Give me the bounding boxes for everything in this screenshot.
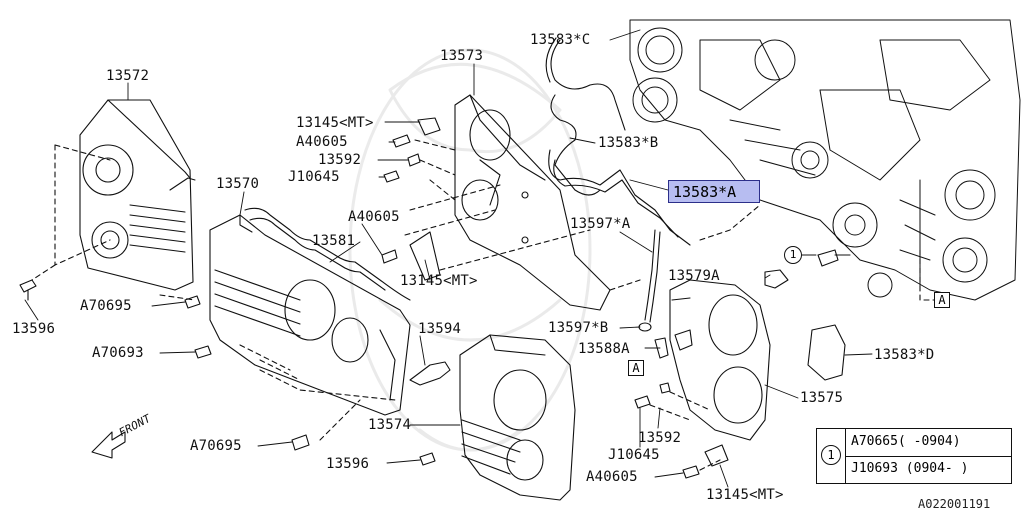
label-13592-bot: 13592 (638, 430, 682, 446)
leader-dashed-13573 (404, 139, 591, 271)
label-13597-b: 13597*B (548, 320, 609, 336)
label-a40605-top: A40605 (296, 134, 348, 150)
label-13572: 13572 (106, 68, 150, 84)
cover-13572 (79, 99, 196, 291)
label-13583-a: 13583*A (673, 183, 737, 201)
oring-13583-d (807, 324, 846, 381)
plug-13579a (764, 269, 789, 289)
legend-circle-1: 1 (821, 445, 841, 465)
gasket-13583-a (548, 149, 691, 246)
label-j10645-top: J10645 (288, 169, 340, 185)
gasket-13588a (654, 329, 693, 359)
pipe-13597-a (644, 229, 661, 323)
plate-13573 (454, 94, 611, 311)
label-13583-b: 13583*B (598, 135, 659, 151)
label-a40605-mid: A40605 (348, 209, 400, 225)
highlight-13583-a[interactable]: 13583*A (668, 180, 760, 203)
legend-divider-horizontal (845, 456, 1011, 457)
label-13575: 13575 (800, 390, 844, 406)
label-13581: 13581 (312, 233, 356, 249)
bolt-ref-1 (817, 249, 851, 267)
label-13597-a: 13597*A (570, 216, 631, 232)
bracket-13145-mid (381, 231, 441, 281)
label-13588a: 13588A (578, 341, 630, 357)
legend-table: 1 A70665( -0904) J10693 (0904- ) (816, 428, 1012, 484)
seal-13597-b (638, 322, 652, 332)
label-13574: 13574 (368, 417, 412, 433)
leader-dashed-13570 (239, 344, 396, 401)
label-13596-left: 13596 (12, 321, 56, 337)
box-a-right: A (934, 292, 950, 308)
label-j10645-bot: J10645 (608, 447, 660, 463)
leader-dashed-right (609, 204, 936, 301)
leader-dashed-lower (319, 391, 721, 471)
front-arrow-icon (91, 431, 126, 459)
label-13570: 13570 (216, 176, 260, 192)
leader-lines (24, 29, 873, 488)
bolts-top (383, 117, 441, 183)
label-13594: 13594 (418, 321, 462, 337)
gasket-13581 (244, 207, 411, 301)
reference-circle-1: 1 (784, 246, 802, 264)
bracket-13594 (409, 361, 451, 386)
label-13583-c: 13583*C (530, 32, 591, 48)
label-13583-d: 13583*D (874, 347, 935, 363)
bolts-lower (184, 295, 729, 479)
label-13145-top: 13145<MT> (296, 115, 374, 131)
label-a70695-top: A70695 (80, 298, 132, 314)
cover-13574 (459, 334, 576, 501)
label-13579a: 13579A (668, 268, 720, 284)
gasket-13583-b (550, 94, 601, 196)
label-a70693: A70693 (92, 345, 144, 361)
plate-13575 (669, 279, 771, 441)
cover-13570 (209, 214, 411, 416)
engine-block (629, 19, 1021, 301)
legend-row-2: J10693 (0904- ) (851, 461, 969, 476)
label-a40605-bot: A40605 (586, 469, 638, 485)
label-13145-mid: 13145<MT> (400, 273, 478, 289)
label-a70695-bot: A70695 (190, 438, 242, 454)
box-a-left: A (628, 360, 644, 376)
label-13592-top: 13592 (318, 152, 362, 168)
gasket-13583-c (545, 37, 626, 131)
label-13573: 13573 (440, 48, 484, 64)
watermark-emblem (348, 48, 592, 452)
label-13145-bot: 13145<MT> (706, 487, 784, 503)
diagram-code: A022001191 (918, 497, 991, 511)
bolt-13596-left (19, 279, 37, 301)
label-13596-bot: 13596 (326, 456, 370, 472)
legend-row-1: A70665( -0904) (851, 434, 961, 449)
